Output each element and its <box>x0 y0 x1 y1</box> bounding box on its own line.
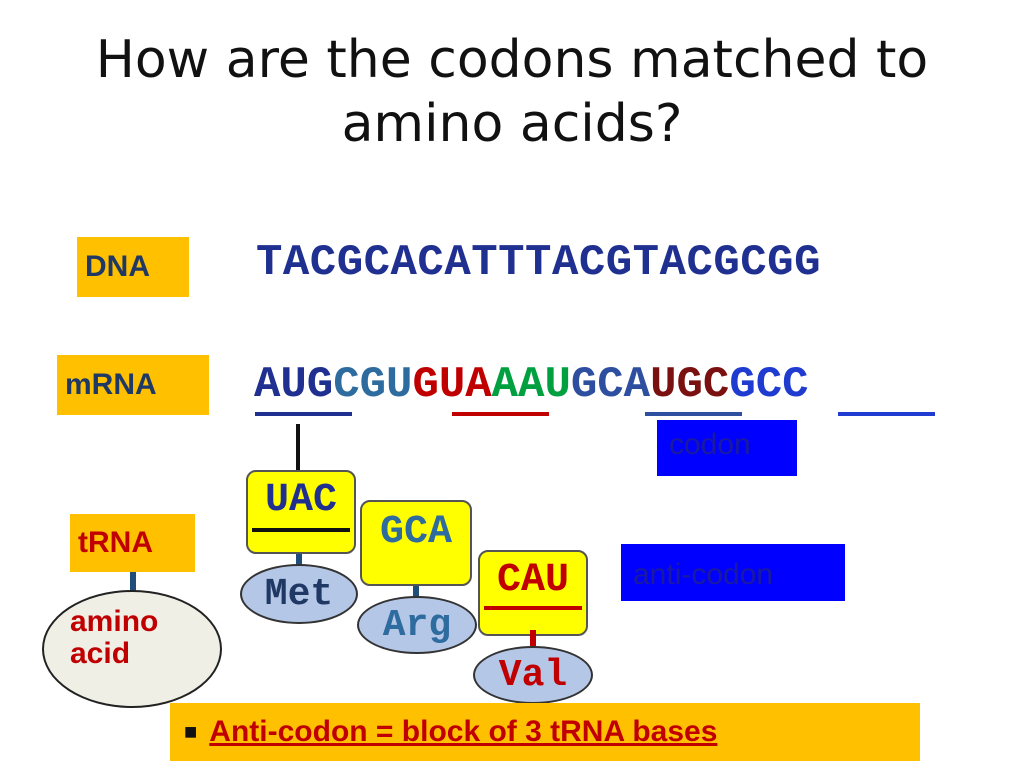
mrna-codon: AUG <box>254 360 334 410</box>
dna-sequence: TACGCACATTTACGTACGCGG <box>256 238 821 288</box>
anticodon-underline <box>252 528 350 532</box>
mrna-codon: GCC <box>729 360 809 410</box>
codon-underline-gua <box>452 412 549 416</box>
amino-acid-met: Met <box>240 564 358 624</box>
footer-text: Anti-codon = block of 3 tRNA bases <box>209 715 718 748</box>
mrna-codon: UGC <box>650 360 730 410</box>
mrna-codon: GUA <box>412 360 492 410</box>
codon-underline-gcc <box>838 412 935 416</box>
trna-label-stem <box>130 572 136 594</box>
mrna-sequence: AUGCGUGUAAAUGCAUGCGCC <box>254 360 809 410</box>
codon-connector-line <box>296 424 300 472</box>
dna-label: DNA <box>77 237 189 297</box>
footer-note: ■ Anti-codon = block of 3 tRNA bases <box>170 703 920 761</box>
anticodon-callout-text: anti-codon <box>633 558 774 591</box>
amino-acid-arg: Arg <box>357 596 477 654</box>
amino-acid-stem <box>296 554 302 572</box>
amino-acid-text: Arg <box>382 603 452 647</box>
amino-acid-legend-line-1: amino <box>70 605 159 638</box>
anticodon-callout: anti-codon <box>621 544 845 601</box>
amino-acid-stem <box>413 586 419 600</box>
amino-acid-val: Val <box>473 646 593 704</box>
amino-acid-text: Met <box>264 572 334 616</box>
mrna-codon: AAU <box>491 360 571 410</box>
codon-callout: codon <box>657 420 797 476</box>
trna-molecule: GCA <box>360 500 472 586</box>
dna-label-text: DNA <box>85 250 150 283</box>
anticodon-underline <box>484 606 582 610</box>
trna-molecule: UAC <box>246 470 356 554</box>
trna-label: tRNA <box>70 514 195 572</box>
amino-acid-stem <box>530 630 536 646</box>
mrna-label: mRNA <box>57 355 209 415</box>
slide-title: How are the codons matched to amino acid… <box>0 28 1024 156</box>
codon-underline-gca <box>645 412 742 416</box>
trna-label-text: tRNA <box>78 526 153 559</box>
codon-callout-text: codon <box>669 428 751 461</box>
title-line-2: amino acids? <box>341 94 683 154</box>
codon-underline-aug <box>255 412 352 416</box>
amino-acid-legend-line-2: acid <box>70 637 131 670</box>
anticodon-text: UAC <box>264 478 337 523</box>
title-line-1: How are the codons matched to <box>95 30 929 90</box>
mrna-codon: CGU <box>333 360 413 410</box>
trna-molecule: CAU <box>478 550 588 636</box>
bullet-icon: ■ <box>184 719 198 744</box>
mrna-codon: GCA <box>570 360 651 410</box>
amino-acid-text: Val <box>498 653 568 697</box>
amino-acid-legend: amino acid <box>42 590 222 708</box>
anticodon-text: GCA <box>379 510 452 555</box>
mrna-label-text: mRNA <box>65 368 157 401</box>
anticodon-text: CAU <box>496 558 569 603</box>
